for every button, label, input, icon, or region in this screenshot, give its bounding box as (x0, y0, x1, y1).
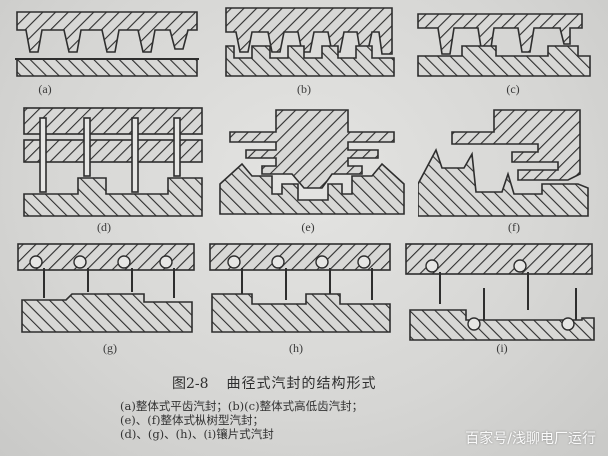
seal-diagram-c (417, 13, 591, 77)
subfigure-c: (c) (410, 4, 605, 96)
subfigure-label: (a) (38, 82, 52, 96)
figure-title: 曲径式汽封的结构形式 (226, 376, 377, 392)
seal-diagram-d (23, 107, 203, 217)
subfigure-label: (c) (506, 82, 520, 96)
subfigure-label: (h) (289, 341, 303, 355)
caption-line: (d)、(g)、(h)、(i)镶片式汽封 (120, 427, 274, 441)
subfigure-label: (b) (297, 82, 311, 96)
seal-diagram-i (405, 243, 595, 341)
subfigure-label: (e) (301, 220, 315, 234)
subfigure-label: (f) (508, 220, 520, 234)
seal-diagram-g (17, 243, 195, 333)
seal-diagram-f (418, 109, 589, 217)
subfigure-d: (d) (18, 104, 208, 234)
seal-diagram-h (209, 243, 391, 333)
subfigure-label: (d) (97, 220, 111, 234)
figure-caption-title: 图2-8 曲径式汽封的结构形式 (172, 373, 377, 393)
seal-diagram-e (219, 109, 405, 215)
seal-diagram-a (15, 11, 199, 77)
caption-line: (e)、(f)整体式枞树型汽封； (120, 413, 265, 427)
subfigure-label: (g) (103, 341, 117, 355)
subfigure-e: (e) (212, 104, 412, 234)
subfigure-i: (i) (402, 240, 608, 360)
subfigure-label: (i) (496, 341, 508, 355)
subfigure-b: (b) (222, 4, 402, 96)
watermark: 百家号/浅聊电厂运行 (465, 431, 596, 447)
figure-caption-legend: (a)整体式平齿汽封；(b)(c)整体式高低齿汽封； (e)、(f)整体式枞树型… (120, 399, 363, 441)
subfigure-a: (a) (12, 4, 202, 96)
subfigure-h: (h) (206, 240, 401, 360)
subfigure-f: (f) (418, 104, 608, 234)
caption-line: (a)整体式平齿汽封；(b)(c)整体式高低齿汽封； (120, 399, 364, 413)
seal-diagram-b (225, 7, 395, 77)
subfigure-g: (g) (14, 240, 204, 360)
figure-number: 图2-8 (172, 376, 209, 392)
